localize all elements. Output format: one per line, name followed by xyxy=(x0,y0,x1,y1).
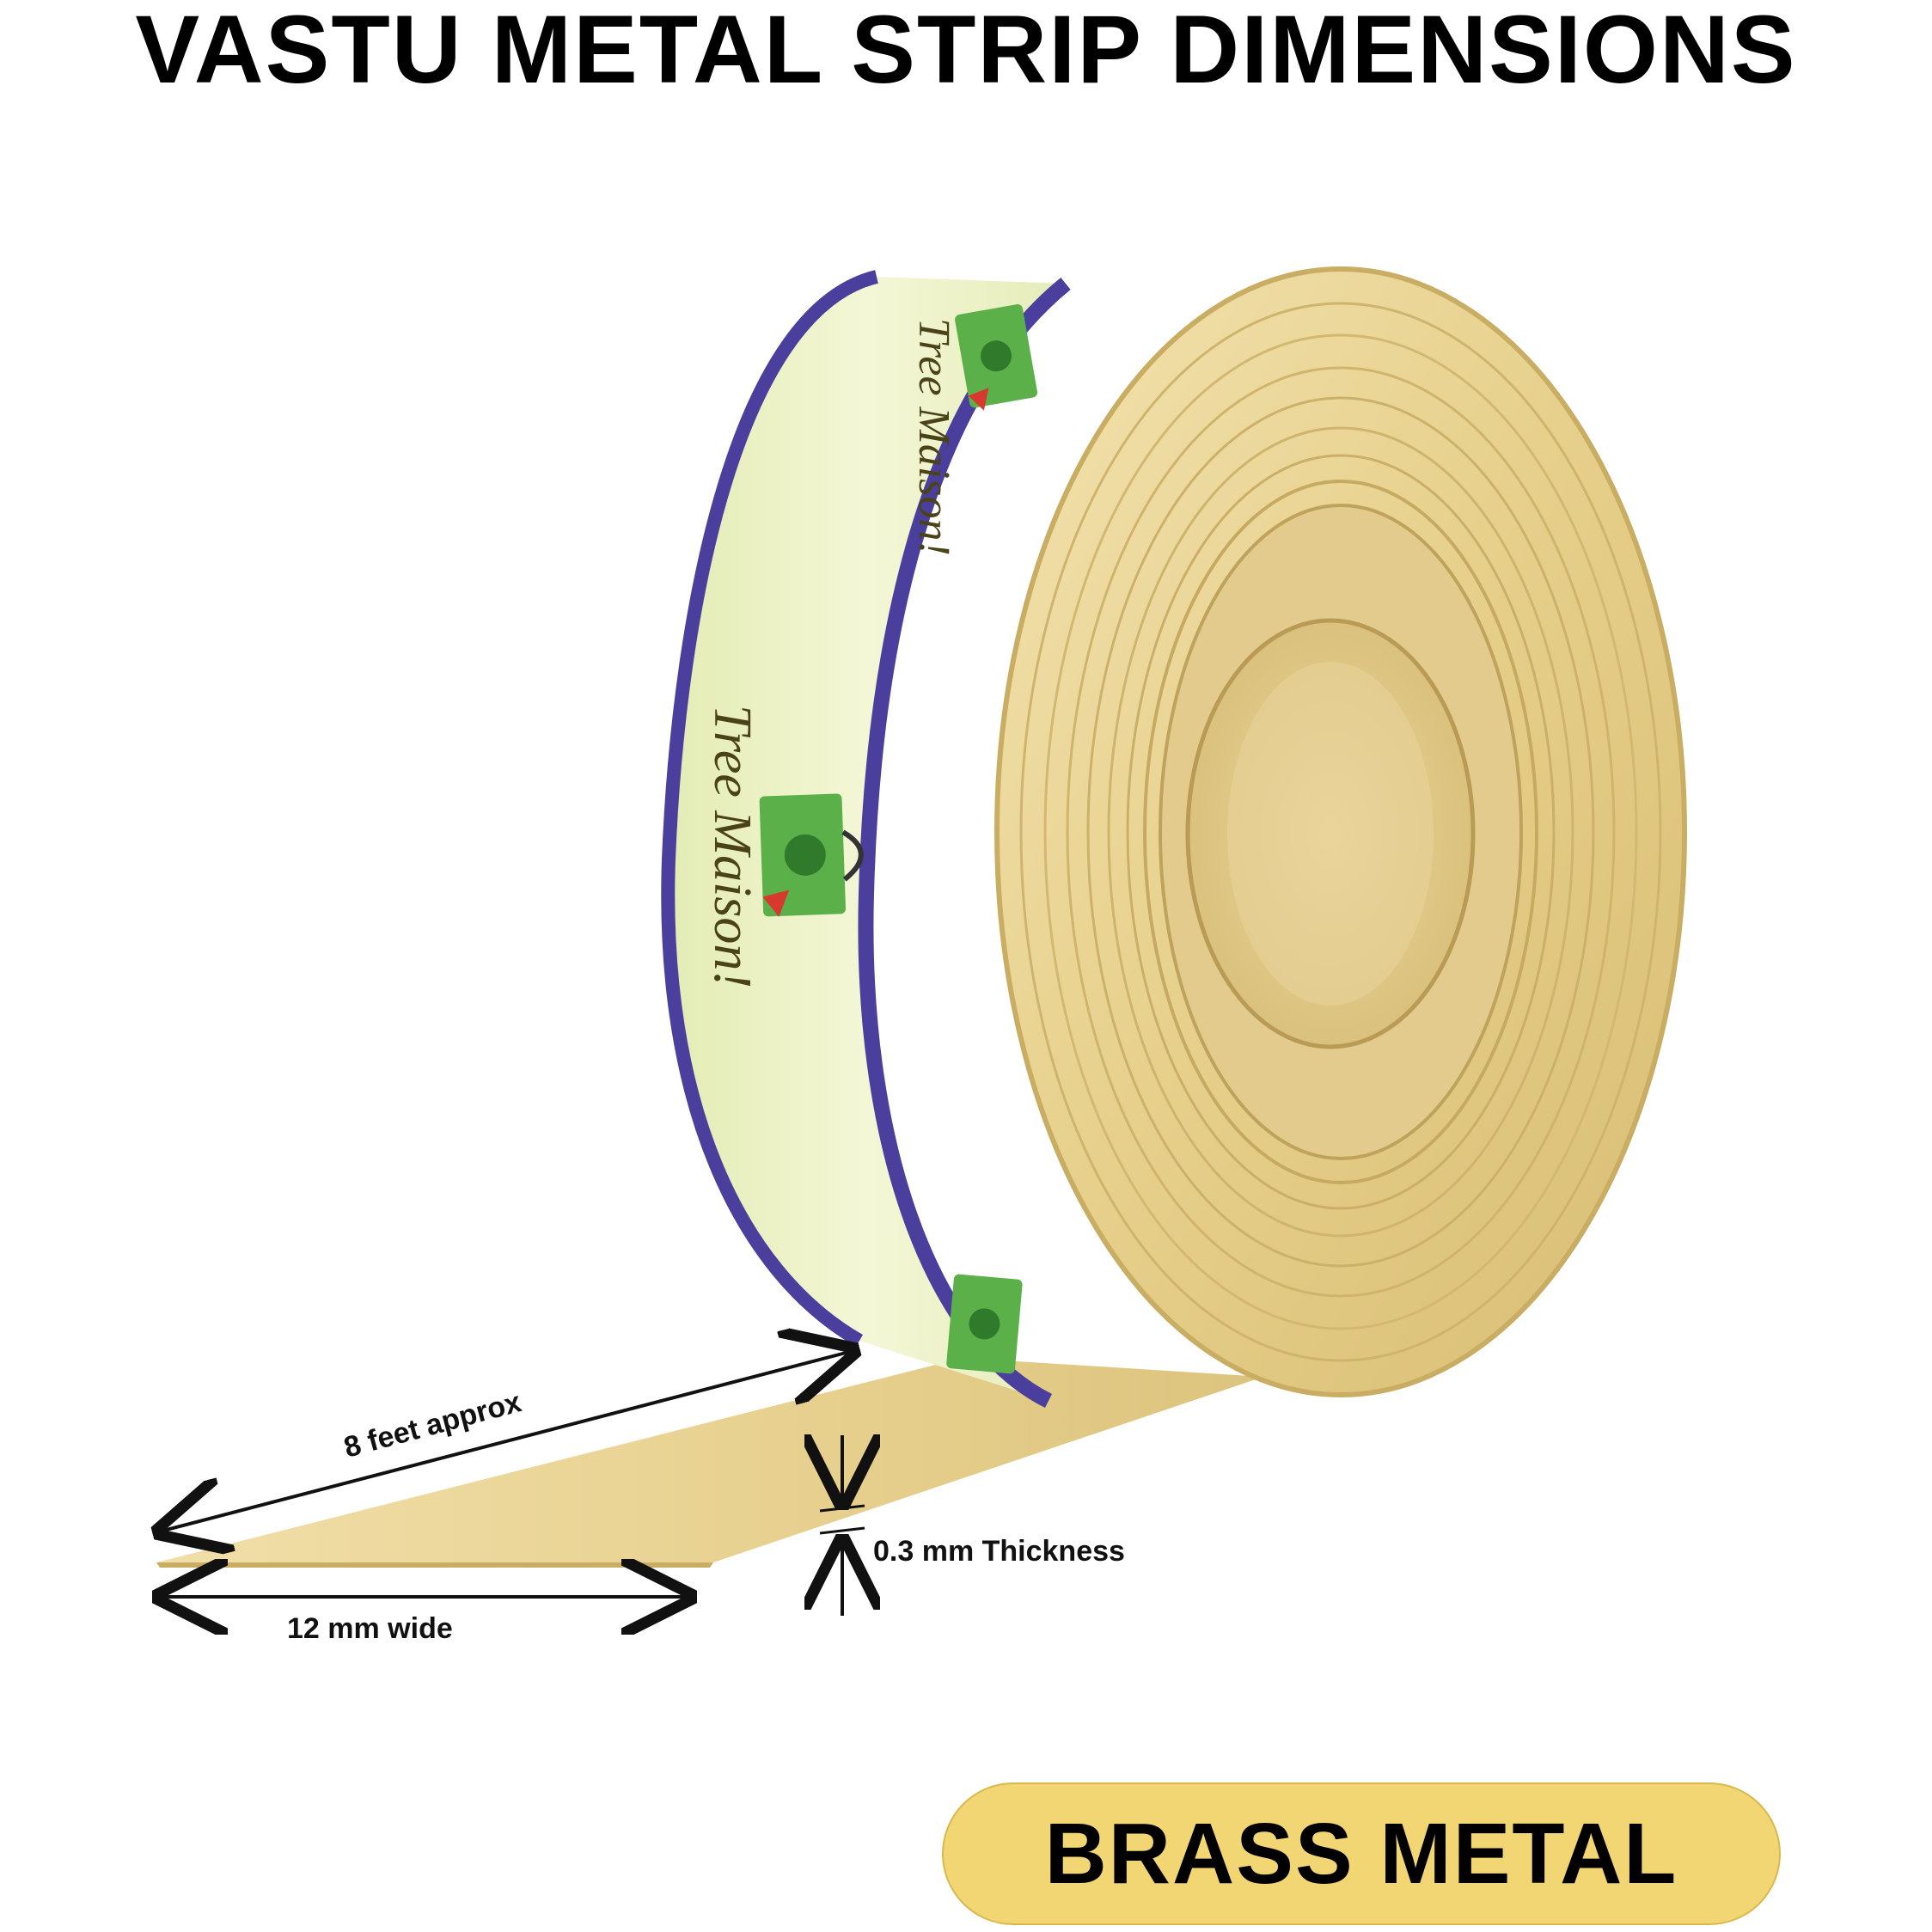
brand-text-top: Tree Maison! xyxy=(909,318,958,556)
length-label: 8 feet approx xyxy=(340,1385,524,1464)
width-dimension: 12 mm wide xyxy=(160,1597,689,1645)
brand-text-middle: Tree Maison! xyxy=(703,705,761,988)
roll-wrapper xyxy=(661,270,1071,1409)
brand-logo-middle xyxy=(759,793,864,917)
thickness-dimension: 0.3 mm Thickness xyxy=(820,1435,1125,1616)
brand-logo-top xyxy=(955,304,1038,411)
thickness-label: 0.3 mm Thickness xyxy=(873,1535,1125,1568)
material-badge: BRASS METAL xyxy=(942,1782,1781,1925)
brand-logo-bottom xyxy=(946,1274,1023,1374)
width-label: 12 mm wide xyxy=(287,1612,453,1645)
brass-coil-face xyxy=(994,266,1687,1397)
material-badge-label: BRASS METAL xyxy=(1044,1805,1678,1902)
page-title: VASTU METAL STRIP DIMENSIONS xyxy=(135,0,1797,103)
